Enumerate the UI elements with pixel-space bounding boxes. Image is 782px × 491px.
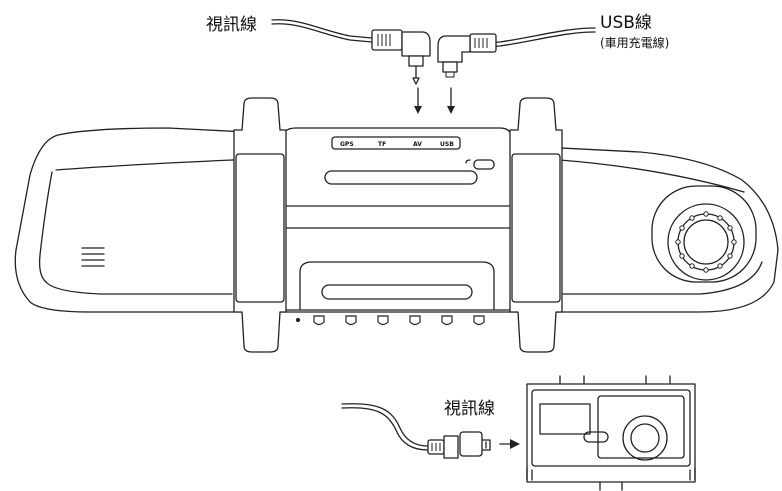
usb-cable-sublabel: (車用充電線) <box>600 35 669 50</box>
dvr-unit <box>281 127 513 311</box>
plug-arrows <box>414 87 455 114</box>
port-strip: GPS TF AV USB <box>331 136 461 150</box>
video-cable-label-top: 視訊線 <box>206 15 257 35</box>
usb-cable-top <box>437 27 596 78</box>
bottom-buttons <box>295 315 485 326</box>
rear-camera <box>526 375 696 491</box>
left-mounting-strap <box>233 97 287 353</box>
camera-lens <box>651 185 757 283</box>
video-cable-label-bottom: 視訊線 <box>444 399 495 419</box>
speaker-grille <box>81 247 105 267</box>
tf-port-label: TF <box>378 141 386 148</box>
gps-port-label: GPS <box>340 141 354 148</box>
video-cable-top <box>271 19 431 85</box>
usb-cable-label: USB線 <box>600 13 652 33</box>
rear-camera-cable <box>341 403 520 459</box>
right-mounting-strap <box>509 97 563 353</box>
av-port-label: AV <box>413 141 422 148</box>
usb-port-label: USB <box>440 141 454 148</box>
